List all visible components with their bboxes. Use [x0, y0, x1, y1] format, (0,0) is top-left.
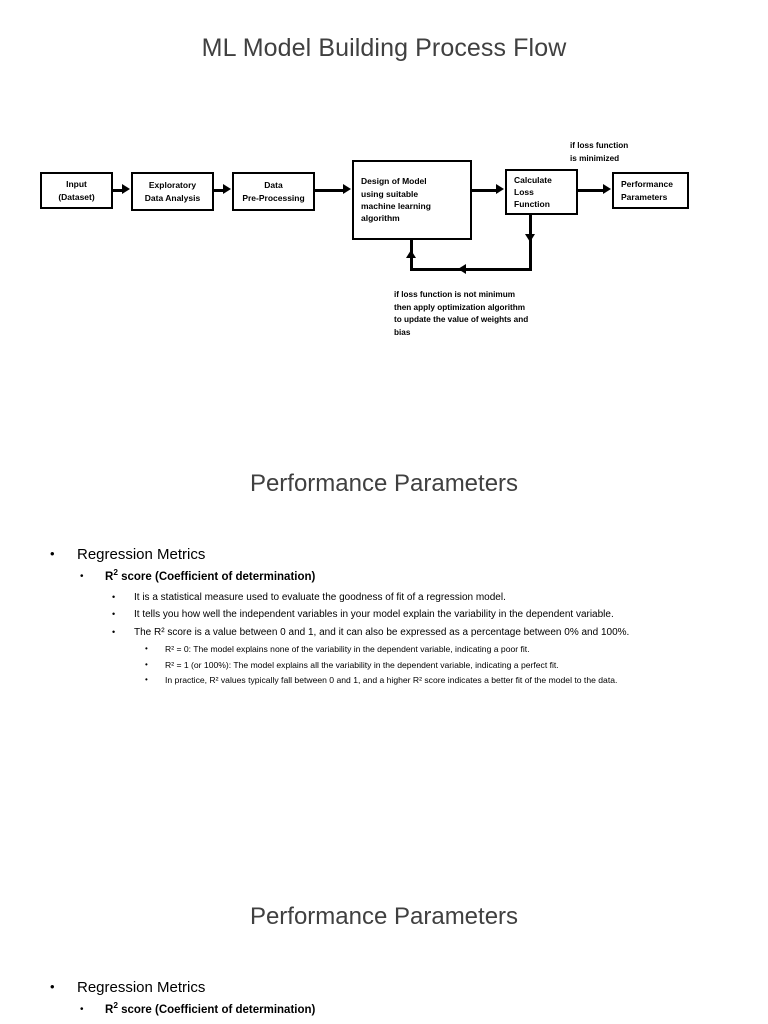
flow-box-eda-line-1: Exploratory: [148, 180, 197, 191]
bullet-regression-metrics-2: • Regression Metrics: [50, 978, 768, 998]
bullet-marker-dot: •: [145, 644, 148, 654]
flow-note-feedback-line-1: if loss function is not minimum: [394, 290, 515, 299]
flow-box-design-line-2: using suitable: [361, 188, 419, 199]
connector-loss-to-performance: [578, 189, 603, 192]
bullet-marker-dot: •: [50, 979, 55, 994]
bullet-in-practice: • In practice, R² values typically fall …: [145, 674, 753, 686]
flow-box-input-line-1: Input: [66, 179, 87, 190]
flow-note-feedback-line-4: bias: [394, 328, 411, 338]
bullet-marker-dot: •: [112, 609, 116, 620]
r2-exponent: 2: [113, 568, 118, 578]
flow-box-performance-line-1: Performance: [621, 179, 673, 190]
bullet-r2-equals-one: • R² = 1 (or 100%): The model explains a…: [145, 659, 753, 671]
bullet-independent-variables-text: It tells you how well the independent va…: [134, 609, 614, 621]
connector-eda-to-preprocess: [214, 189, 224, 192]
flow-note-loss-minimized: if loss function is minimized: [570, 140, 700, 165]
arrowhead-eda-to-preprocess: [223, 184, 231, 194]
ml-process-flowchart: Input (Dataset) Exploratory Data Analysi…: [0, 130, 768, 360]
flow-note-minimized-line-1: if loss function: [570, 141, 629, 150]
bullet-independent-variables: • It tells you how well the independent …: [112, 608, 752, 623]
bullet-marker-dot: •: [145, 675, 148, 685]
flow-note-feedback-line-3: to update the value of weights and: [394, 315, 529, 325]
arrowhead-preprocess-to-design: [343, 184, 351, 194]
flow-box-loss-line-1: Calculate: [514, 174, 552, 185]
r2-rest: score (Coefficient of determination): [117, 1004, 316, 1017]
r2-base: R: [105, 571, 114, 584]
flow-box-loss-line-3: Function: [514, 199, 550, 210]
arrowhead-loss-to-performance: [603, 184, 611, 194]
flow-box-performance-parameters: Performance Parameters: [612, 172, 689, 209]
bullet-regression-metrics-text: Regression Metrics: [77, 546, 206, 563]
r2-rest: score (Coefficient of determination): [117, 571, 316, 584]
flow-box-calculate-loss-function: Calculate Loss Function: [505, 169, 578, 215]
bullet-marker-dot: •: [80, 571, 84, 583]
flow-box-design-line-4: algorithm: [361, 213, 400, 224]
arrowhead-feedback-left: [458, 264, 466, 274]
bullet-r2-score: • R2 score (Coefficient of determination…: [80, 568, 768, 586]
arrowhead-loss-feedback-down: [525, 234, 535, 242]
bullet-r2-score-text: R2 score (Coefficient of determination): [105, 568, 768, 586]
flow-box-performance-line-2: Parameters: [621, 191, 668, 202]
bullet-marker-dot: •: [112, 591, 116, 602]
section-title-performance-parameters-1: Performance Parameters: [249, 470, 519, 497]
r2-exponent: 2: [113, 1001, 118, 1011]
flow-box-preprocess-line-1: Data: [264, 180, 283, 191]
connector-loss-feedback-down: [529, 215, 532, 270]
connector-design-to-loss: [472, 189, 496, 192]
flow-box-data-preprocessing: Data Pre-Processing: [232, 172, 315, 211]
arrowhead-design-to-loss: [496, 184, 504, 194]
bullet-marker-dot: •: [112, 626, 116, 637]
bullet-r2-score-2-text: R2 score (Coefficient of determination): [105, 1001, 768, 1019]
flow-box-preprocess-line-2: Pre-Processing: [242, 192, 305, 203]
bullet-statistical-measure: • It is a statistical measure used to ev…: [112, 591, 752, 606]
bullet-marker-dot: •: [80, 1004, 84, 1016]
performance-parameters-content-1: • Regression Metrics • R2 score (Coeffic…: [0, 545, 768, 690]
bullet-regression-metrics: • Regression Metrics: [50, 545, 768, 565]
connector-feedback-horizontal: [410, 268, 532, 271]
bullet-marker-dot: •: [145, 659, 148, 669]
arrowhead-feedback-up-to-design: [406, 250, 416, 258]
flow-box-eda-line-2: Data Analysis: [144, 192, 201, 203]
bullet-r2-equals-one-text: R² = 1 (or 100%): The model explains all…: [165, 659, 559, 670]
bullet-regression-metrics-2-text: Regression Metrics: [77, 979, 206, 996]
flow-box-design-line-3: machine learning: [361, 201, 431, 211]
connector-preprocess-to-design: [315, 189, 343, 192]
connector-design-bottom-stub: [410, 240, 413, 243]
bullet-value-range-text: The R² score is a value between 0 and 1,…: [134, 626, 630, 638]
arrowhead-input-to-eda: [122, 184, 130, 194]
page-title: ML Model Building Process Flow: [201, 34, 567, 62]
connector-input-to-eda: [113, 189, 123, 192]
r2-base: R: [105, 1004, 114, 1017]
bullet-statistical-measure-text: It is a statistical measure used to eval…: [134, 591, 506, 603]
flow-box-loss-line-2: Loss: [514, 186, 534, 197]
bullet-r2-score-2: • R2 score (Coefficient of determination…: [80, 1001, 768, 1019]
bullet-r2-equals-zero: • R² = 0: The model explains none of the…: [145, 643, 753, 655]
bullet-value-range: • The R² score is a value between 0 and …: [112, 626, 752, 641]
bullet-marker-dot: •: [50, 546, 55, 561]
flow-box-design-of-model: Design of Model using suitable machine l…: [352, 160, 472, 240]
flow-note-loss-not-minimum: if loss function is not minimum then app…: [394, 289, 594, 340]
flow-box-input-line-2: (Dataset): [58, 191, 95, 202]
bullet-r2-equals-zero-text: R² = 0: The model explains none of the v…: [165, 644, 530, 655]
flow-box-design-line-1: Design of Model: [361, 176, 427, 187]
flow-box-input: Input (Dataset): [40, 172, 113, 209]
flow-note-feedback-line-2: then apply optimization algorithm: [394, 302, 525, 312]
bullet-in-practice-text: In practice, R² values typically fall be…: [165, 675, 618, 686]
section-title-performance-parameters-2: Performance Parameters: [249, 903, 519, 930]
flow-note-minimized-line-2: is minimized: [570, 153, 620, 163]
performance-parameters-content-2: • Regression Metrics • R2 score (Coeffic…: [0, 978, 768, 1024]
flow-box-exploratory-data-analysis: Exploratory Data Analysis: [131, 172, 214, 211]
